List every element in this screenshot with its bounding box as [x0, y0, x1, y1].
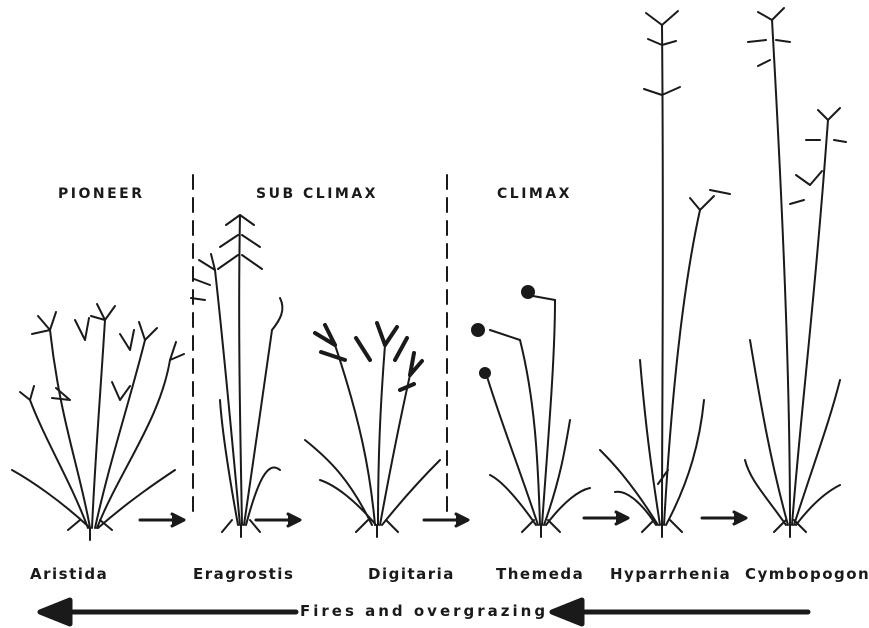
arrow-themeda-hyparrhenia	[584, 512, 628, 524]
footer-caption: Fires and overgrazing	[300, 602, 548, 620]
eragrostis-plant	[191, 215, 282, 537]
cymbopogon-plant	[745, 8, 846, 537]
species-label-eragrostis: Eragrostis	[193, 565, 294, 583]
arrow-eragrostis-digitaria	[256, 514, 300, 526]
footer-arrow-left	[40, 600, 296, 624]
arrow-aristida-eragrostis	[140, 514, 184, 526]
footer-arrow-right	[552, 600, 808, 624]
digitaria-plant	[305, 323, 440, 537]
species-label-cymbopogon: Cymbopogon	[745, 565, 869, 583]
species-label-themeda: Themeda	[496, 565, 584, 583]
arrow-digitaria-themeda	[424, 514, 468, 526]
species-label-aristida: Aristida	[30, 565, 108, 583]
themeda-plant	[472, 286, 590, 537]
stage-label-pioneer: PIONEER	[58, 186, 145, 202]
stage-label-climax: CLIMAX	[497, 186, 572, 202]
hyparrhenia-plant	[600, 11, 730, 537]
stage-label-sub-climax: SUB CLIMAX	[256, 186, 378, 202]
species-label-digitaria: Digitaria	[368, 565, 455, 583]
species-label-hyparrhenia: Hyparrhenia	[610, 565, 731, 583]
aristida-plant	[12, 304, 184, 540]
arrow-hyparrhenia-cymbopogon	[702, 512, 746, 524]
